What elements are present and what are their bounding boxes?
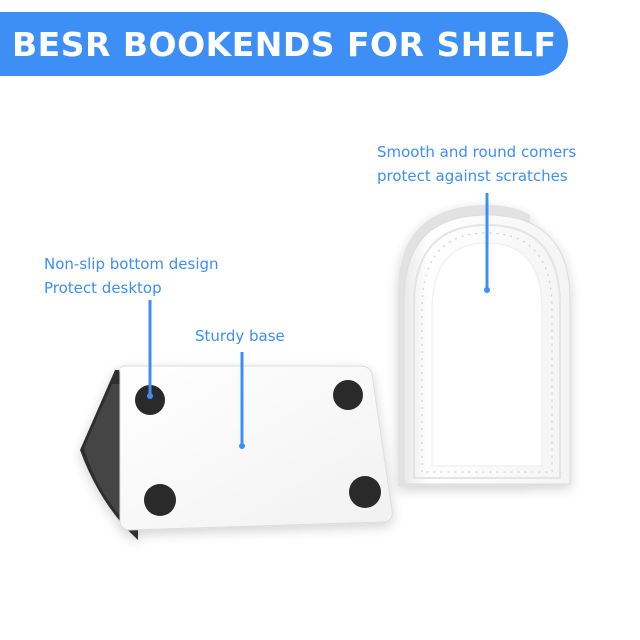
foot-pad-bottom-right: [349, 476, 381, 508]
callout-sturdy-base: Sturdy base: [195, 324, 285, 348]
arched-bookend: [398, 205, 571, 486]
base-bookend: [80, 365, 393, 540]
base-bookend-upright-shadow: [84, 384, 124, 520]
callout-nonslip-line1: Non-slip bottom design: [44, 255, 219, 273]
pointer-dot-base: [239, 443, 245, 449]
callout-corners-line1: Smooth and round comers: [377, 143, 577, 161]
foot-pad-top-left: [135, 385, 165, 415]
callout-corners-line2: protect against scratches: [377, 167, 568, 185]
callout-base-line1: Sturdy base: [195, 327, 285, 345]
title-banner: BESR BOOKENDS FOR SHELF: [0, 12, 568, 76]
callout-non-slip: Non-slip bottom design Protect desktop: [44, 252, 219, 300]
callout-nonslip-line2: Protect desktop: [44, 279, 162, 297]
banner-title: BESR BOOKENDS FOR SHELF: [12, 24, 557, 64]
pointer-dot-nonslip: [147, 393, 153, 399]
pointer-lines: [147, 193, 490, 449]
pointer-dot-corners: [484, 287, 490, 293]
base-bookend-plate: [119, 365, 393, 531]
callout-rounded-corners: Smooth and round comers protect against …: [377, 140, 576, 188]
foot-pad-top-right: [333, 380, 363, 410]
foot-pad-bottom-left: [144, 484, 176, 516]
